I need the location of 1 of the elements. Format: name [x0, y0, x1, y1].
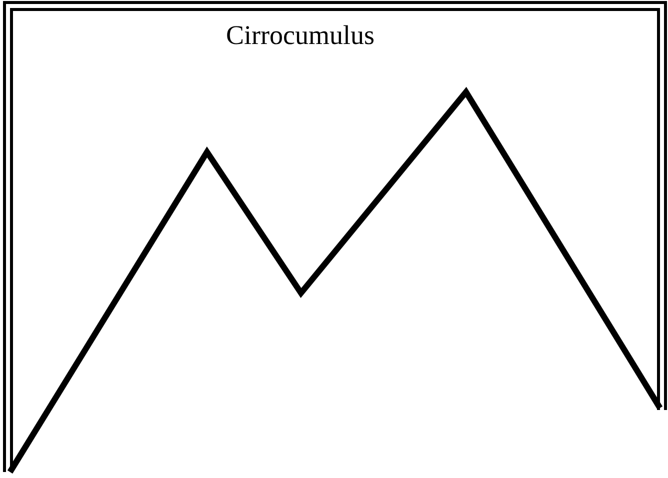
cloud-type-label: Cirrocumulus: [226, 20, 374, 51]
